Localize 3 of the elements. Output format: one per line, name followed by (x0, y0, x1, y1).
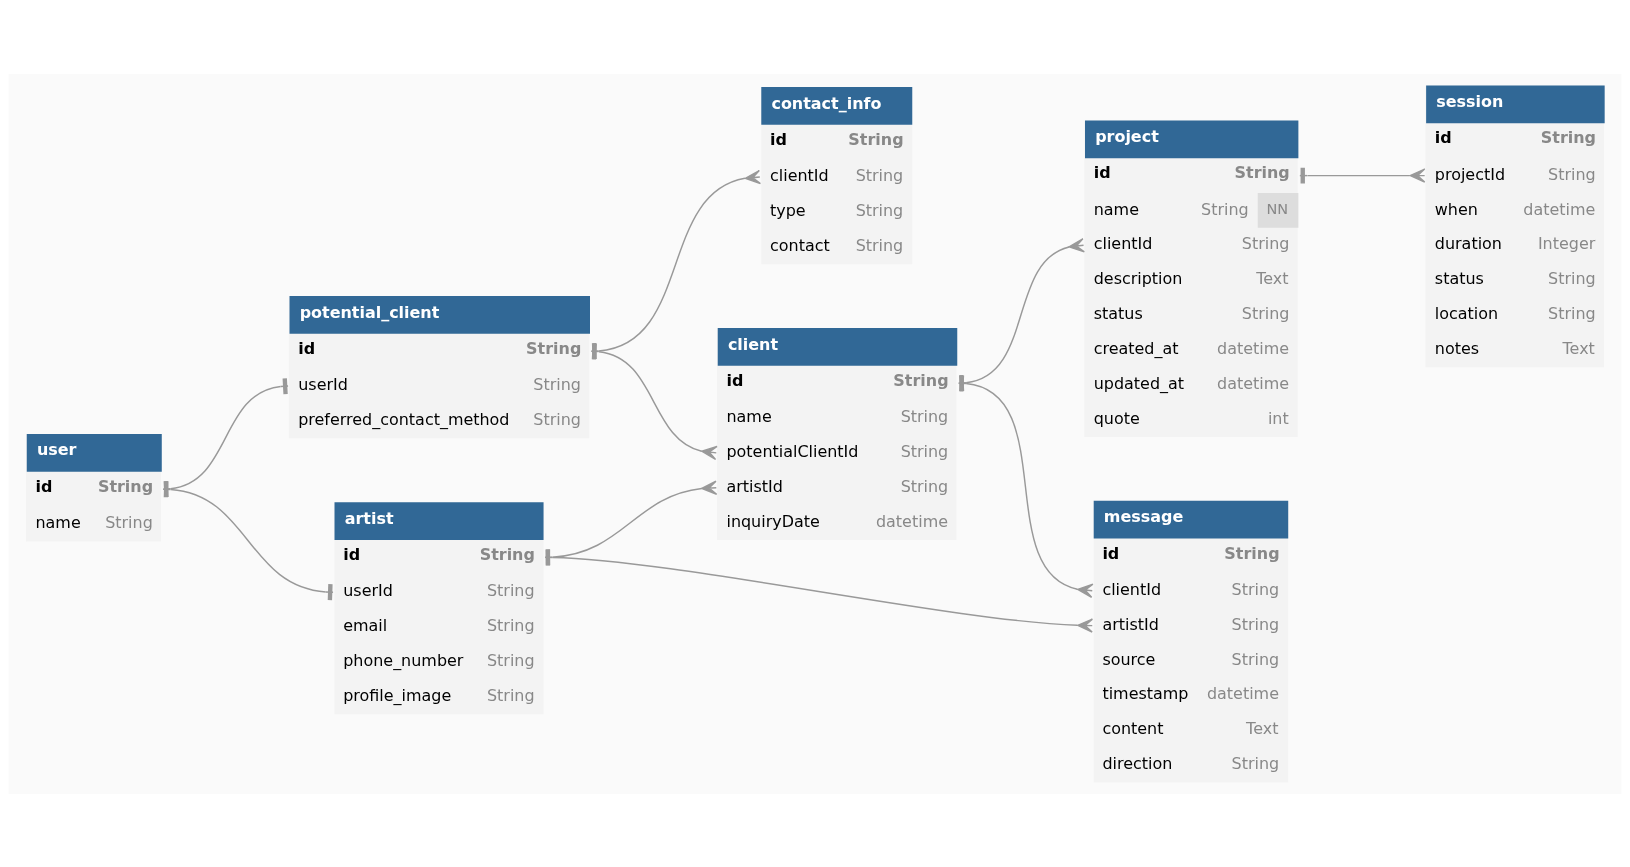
connector (958, 374, 1094, 598)
connector (958, 237, 1085, 391)
connector (162, 377, 289, 497)
